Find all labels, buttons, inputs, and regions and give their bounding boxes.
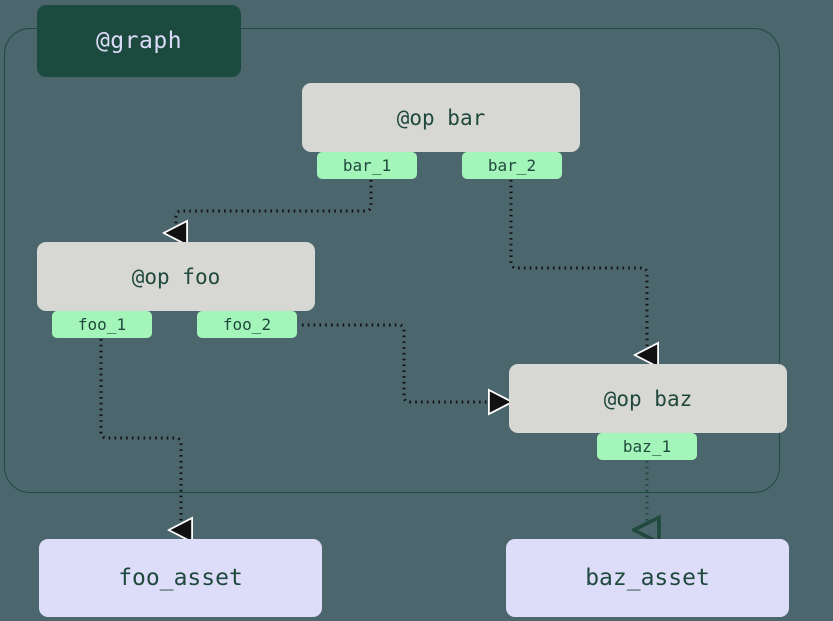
- op-output-tag-foo_1[interactable]: foo_1: [52, 311, 152, 338]
- op-node-baz[interactable]: @op baz: [509, 364, 787, 463]
- op-output-tag-foo_2[interactable]: foo_2: [197, 311, 297, 338]
- op-box-baz[interactable]: @op baz: [509, 364, 787, 433]
- op-box-bar[interactable]: @op bar: [302, 83, 580, 152]
- asset-node-foo_asset[interactable]: foo_asset: [39, 539, 322, 617]
- op-box-foo[interactable]: @op foo: [37, 242, 315, 311]
- op-output-tag-bar_1[interactable]: bar_1: [317, 152, 417, 179]
- op-label-foo: @op foo: [131, 264, 221, 289]
- op-output-label-foo_2: foo_2: [222, 315, 272, 334]
- op-label-bar: @op bar: [396, 105, 486, 130]
- graph-container: [4, 28, 780, 493]
- asset-label-foo_asset: foo_asset: [118, 565, 243, 591]
- op-node-foo[interactable]: @op foo: [37, 242, 315, 341]
- op-output-label-bar_2: bar_2: [487, 156, 537, 175]
- op-output-label-bar_1: bar_1: [342, 156, 392, 175]
- op-output-label-foo_1: foo_1: [77, 315, 127, 334]
- op-node-bar[interactable]: @op bar: [302, 83, 580, 182]
- op-output-tag-baz_1[interactable]: baz_1: [597, 433, 697, 460]
- graph-label[interactable]: @graph: [37, 5, 241, 77]
- asset-label-baz_asset: baz_asset: [585, 565, 710, 591]
- asset-node-baz_asset[interactable]: baz_asset: [506, 539, 789, 617]
- op-output-label-baz_1: baz_1: [622, 437, 672, 456]
- op-output-tag-bar_2[interactable]: bar_2: [462, 152, 562, 179]
- op-label-baz: @op baz: [603, 386, 693, 411]
